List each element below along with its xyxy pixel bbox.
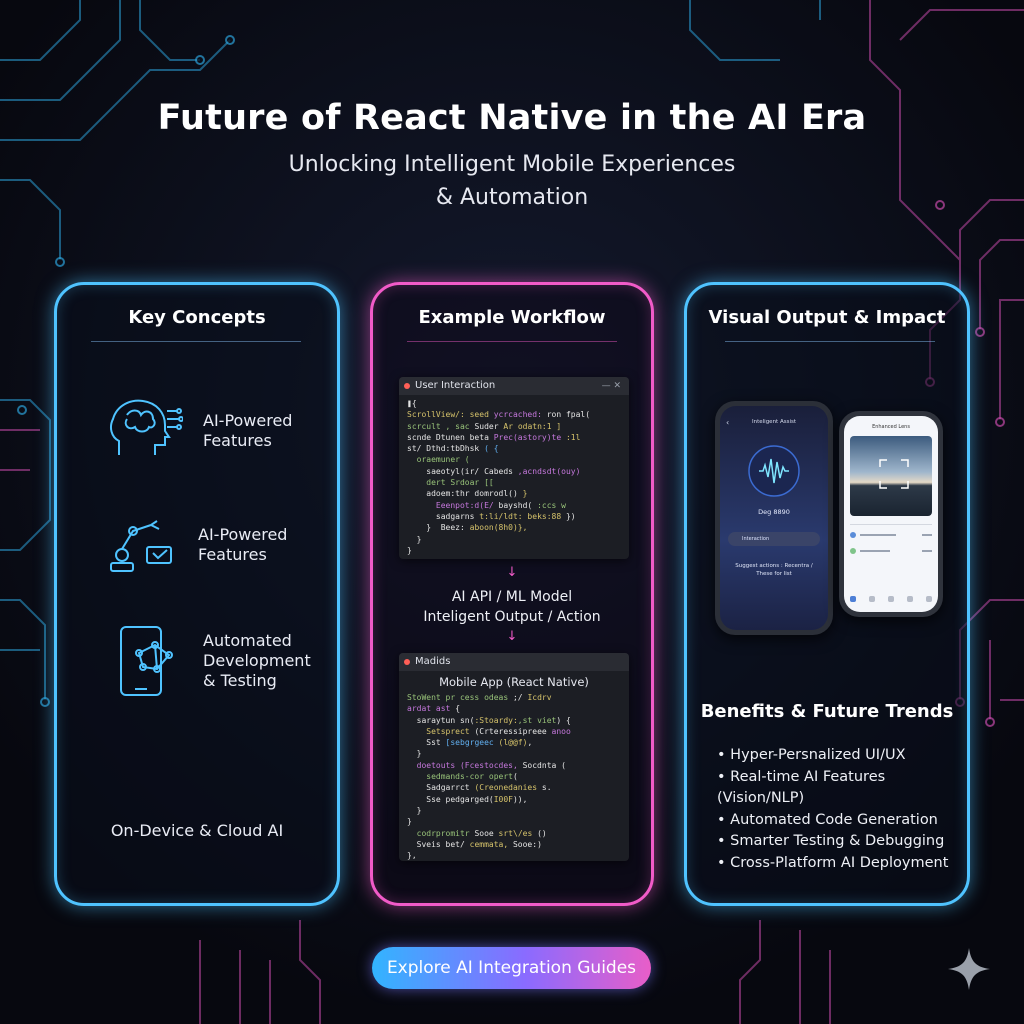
benefits-title: Benefits & Future Trends: [700, 701, 954, 722]
concept-3-line2: Development: [203, 651, 311, 670]
camera-preview-image: [850, 436, 932, 516]
mobile-app-code-window: Madids Mobile App (React Native) StoWent…: [399, 653, 629, 861]
tab-home-icon[interactable]: [850, 596, 856, 602]
mobile-app-heading: Mobile App (React Native): [439, 675, 589, 689]
concepts-footer: On-Device & Cloud AI: [110, 821, 284, 840]
workflow-step-2: Inteligent Output / Action: [423, 609, 601, 625]
code-window-titlebar: User Interaction — ✕: [399, 377, 629, 395]
code-window-title: User Interaction: [415, 380, 496, 391]
phone-caption-line2: These for list: [756, 571, 792, 577]
phone-caption-line1: Suggest actions : Recentra /: [735, 563, 813, 569]
code-block-1: ❚{ ScrollView/: seed ycrcached: ron fpal…: [407, 399, 591, 555]
benefits-list: • Hyper-Persnalized UI/UX • Real-time AI…: [717, 745, 967, 874]
camera-phone-mockup: Enhanced Lens: [839, 411, 943, 617]
visual-output-panel: Visual Output & Impact ‹ Inteligent Assi…: [684, 282, 970, 906]
interaction-chip[interactable]: Interaction: [728, 532, 820, 546]
list-item: • Smarter Testing & Debugging: [717, 833, 945, 849]
divider: [91, 341, 301, 342]
phone2-header: Enhanced Lens: [872, 424, 910, 430]
phone-screen: ‹ Inteligent Assist Deg 8890 Interaction…: [720, 406, 828, 630]
tab-profile-icon[interactable]: [926, 596, 932, 602]
key-concepts-title: Key Concepts: [128, 307, 266, 328]
visual-output-title: Visual Output & Impact: [708, 307, 946, 328]
concept-3-line1: Automated: [203, 631, 292, 650]
tab-search-icon[interactable]: [869, 596, 875, 602]
robot-arm-icon: [110, 520, 172, 572]
list-item: • Automated Code Generation: [717, 811, 938, 828]
back-icon[interactable]: ‹: [726, 418, 730, 427]
close-dot-icon[interactable]: [404, 659, 410, 665]
brain-head-icon: [110, 399, 183, 455]
tab-list-icon[interactable]: [907, 596, 913, 602]
concept-label-1: AI-Powered Features: [203, 411, 292, 451]
phone-status: Deg 8890: [758, 508, 790, 516]
list-item[interactable]: [850, 530, 932, 540]
concept-2-line1: AI-Powered: [198, 525, 288, 544]
voice-wave-icon: [748, 445, 800, 497]
concept-label-2: AI-Powered Features: [198, 525, 287, 565]
code-block-2: StoWent pr cess odeas ;/ Icdrv ardat ast…: [407, 693, 571, 861]
phone-caption: Suggest actions : Recentra / These for l…: [720, 562, 828, 578]
workflow-title: Example Workflow: [418, 307, 606, 328]
divider: [407, 341, 617, 342]
sparkle-icon: [948, 948, 990, 990]
example-workflow-panel: Example Workflow User Interaction — ✕ ❚{…: [370, 282, 654, 906]
divider: [850, 524, 932, 525]
list-item[interactable]: [850, 546, 932, 556]
window-controls-icon[interactable]: — ✕: [601, 381, 621, 391]
phone-header: Inteligent Assist: [751, 419, 796, 425]
concept-1-line1: AI-Powered: [203, 411, 293, 430]
key-concepts-panel: Key Concepts AI-Powered Features AI-Powe…: [54, 282, 340, 906]
code-window-title: Madids: [415, 656, 451, 667]
focus-frame-icon: [879, 459, 909, 489]
phone-network-icon: [120, 626, 173, 696]
page-title: Future of React Native in the AI Era: [157, 98, 867, 138]
phone-screen: Enhanced Lens: [844, 416, 938, 612]
assistant-phone-mockup: ‹ Inteligent Assist Deg 8890 Interaction…: [715, 401, 833, 635]
list-item: • Cross-Platform AI Deployment: [717, 854, 949, 871]
workflow-step-1: AI API / ML Model: [451, 589, 573, 605]
close-dot-icon[interactable]: [404, 383, 410, 389]
concept-2-line2: Features: [198, 545, 267, 564]
divider: [725, 341, 935, 342]
list-item: • Hyper-Persnalized UI/UX: [717, 747, 906, 763]
tab-camera-icon[interactable]: [888, 596, 894, 602]
user-interaction-code-window: User Interaction — ✕ ❚{ ScrollView/: see…: [399, 377, 629, 559]
code-window-titlebar: Madids: [399, 653, 629, 671]
arrow-down-icon: ↓: [506, 629, 518, 644]
concept-label-3: Automated Development & Testing: [203, 631, 311, 691]
concept-1-line2: Features: [203, 431, 272, 450]
tab-bar: [850, 596, 932, 604]
list-item: • Real-time AI Features (Vision/NLP): [717, 768, 886, 807]
page-subtitle-line2: & Automation: [435, 185, 589, 210]
arrow-down-icon: ↓: [506, 565, 518, 580]
explore-guides-button[interactable]: Explore AI Integration Guides: [372, 947, 651, 989]
concept-3-line3: & Testing: [203, 671, 277, 690]
page-subtitle-line1: Unlocking Intelligent Mobile Experiences: [288, 152, 736, 177]
